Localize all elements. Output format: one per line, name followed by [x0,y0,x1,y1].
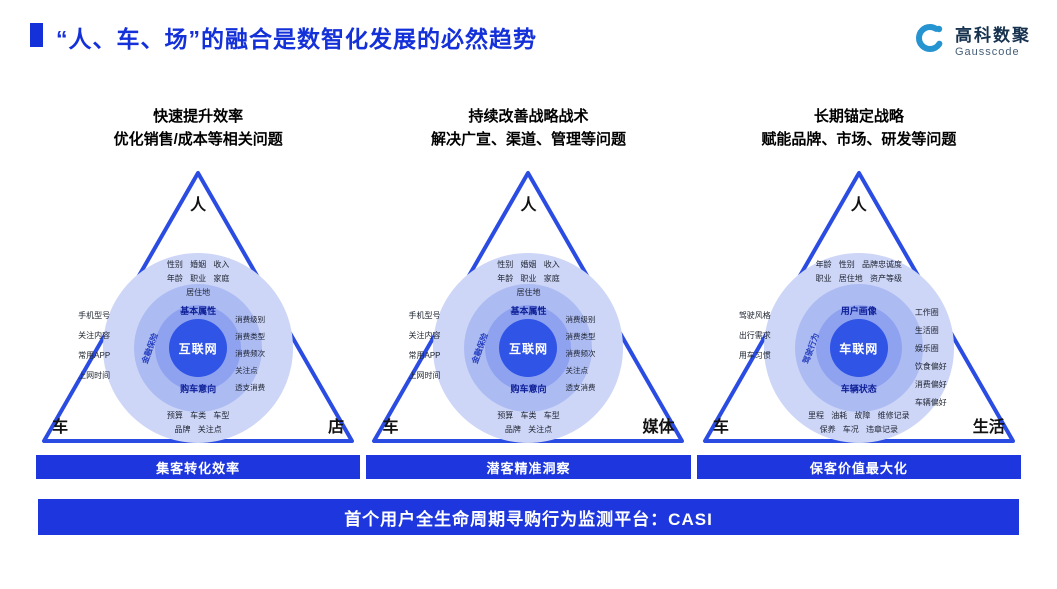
attribute-label: 常用APP [78,351,111,360]
outer-left-labels: 手机型号关注内容常用APP 上网时间 [408,310,440,381]
attribute-label: 手机型号 [408,311,441,320]
panel-heading: 快速提升效率 优化销售/成本等相关问题 [36,105,360,151]
attribute-label: 上网时间 [78,371,111,380]
panel-heading-line2: 解决广宣、渠道、管理等问题 [430,131,626,148]
attribute-label: 消费频次 [235,349,266,358]
center-circle: 互联网 [169,319,228,377]
attribute-label: 预算 车类 车型 [497,411,560,420]
ring-right-labels: 消费级别消费类型消费频次关注点透支消费 [235,314,265,393]
attribute-label: 年龄 性别 品牌忠诚度 [815,260,903,269]
attribute-label: 驾驶风格 [738,311,771,320]
ring-label-bottom: 购车意向 [180,384,217,394]
attribute-label: 饮食偏好 [914,362,947,371]
attribute-label: 居住地 [186,288,211,297]
attribute-label: 消费频次 [565,349,596,358]
platform-banner: 首个用户全生命周期寻购行为监测平台：CASI [38,499,1019,535]
attribute-label: 消费类型 [565,332,596,341]
triangle-diagram: 互联网 人 车 媒体 性别 婚姻 收入年龄 职业 家庭居住地 手机型号关注内容常… [368,167,688,447]
ring-label-bottom: 车辆状态 [840,384,877,394]
attribute-label: 性别 婚姻 收入 [166,260,230,269]
brand-name: 高科数聚 [955,26,1031,45]
attribute-label: 职业 居住地 资产等级 [815,274,903,283]
attribute-label: 常用APP [408,351,441,360]
attribute-label: 消费级别 [565,315,596,324]
attribute-label: 里程 油耗 故障 维修记录 [807,411,910,420]
corner-label-right: 生活 [972,419,1005,436]
attribute-label: 关注点 [235,366,258,375]
corner-label-right: 媒体 [642,419,675,436]
brand-subtitle: Gausscode [955,46,1020,58]
attribute-label: 关注内容 [78,331,111,340]
outer-right-labels: 工作圈生活圈娱乐圈饮食偏好消费偏好车辆偏好 [915,307,947,408]
outer-top-labels: 性别 婚姻 收入年龄 职业 家庭居住地 [167,259,229,298]
attribute-label: 品牌 关注点 [504,425,553,434]
corner-label-top: 人 [520,197,537,214]
attribute-label: 预算 车类 车型 [166,411,230,420]
attribute-label: 居住地 [516,288,541,297]
corner-label-top: 人 [190,197,207,214]
attribute-label: 手机型号 [78,311,111,320]
attribute-label: 用车习惯 [738,351,771,360]
attribute-label: 消费类型 [235,332,266,341]
center-circle: 车联网 [829,319,888,377]
panel-heading: 持续改善战略战术 解决广宣、渠道、管理等问题 [366,105,690,151]
attribute-label: 车辆偏好 [914,398,947,407]
panel-heading: 长期锚定战略 赋能品牌、市场、研发等问题 [697,105,1021,151]
ring-label-top: 基本属性 [180,306,217,316]
panel-heading-line1: 持续改善战略战术 [468,108,589,125]
corner-label-top: 人 [850,197,867,214]
panel-prospect-insight: 持续改善战略战术 解决广宣、渠道、管理等问题 互联网 人 车 媒体 性别 婚姻 … [366,105,691,479]
outer-top-labels: 性别 婚姻 收入年龄 职业 家庭居住地 [497,259,559,298]
attribute-label: 保养 车况 违章记录 [819,425,899,434]
ring-label-top: 用户画像 [840,306,877,316]
gausscode-logo-icon [913,20,947,59]
attribute-label: 生活圈 [914,326,939,335]
panel-result-bar: 潜客精准洞察 [366,455,691,479]
panel-acquisition-efficiency: 快速提升效率 优化销售/成本等相关问题 互联网 人 车 店 性别 婚姻 收入年龄… [36,105,361,479]
outer-bottom-labels: 预算 车类 车型品牌 关注点 [167,410,229,435]
panel-result-bar: 保客价值最大化 [696,455,1021,479]
triangle-diagram: 互联网 人 车 店 性别 婚姻 收入年龄 职业 家庭居住地 手机型号关注内容常用… [38,167,358,447]
panel-result-bar: 集客转化效率 [36,455,361,479]
outer-top-labels: 年龄 性别 品牌忠诚度职业 居住地 资产等级 [816,259,902,284]
attribute-label: 年龄 职业 家庭 [166,274,230,283]
ring-right-labels: 消费级别消费类型消费频次关注点透支消费 [565,314,595,393]
outer-left-labels: 手机型号关注内容常用APP 上网时间 [78,310,110,381]
attribute-label: 透支消费 [235,383,266,392]
panel-heading-line2: 赋能品牌、市场、研发等问题 [761,131,957,148]
panel-heading-line2: 优化销售/成本等相关问题 [113,131,283,148]
center-circle: 互联网 [499,319,558,377]
ring-label-top: 基本属性 [510,306,547,316]
corner-label-left: 车 [712,419,729,436]
attribute-label: 性别 婚姻 收入 [497,260,560,269]
panels-row: 快速提升效率 优化销售/成本等相关问题 互联网 人 车 店 性别 婚姻 收入年龄… [0,105,1057,479]
brand-logo: 高科数聚 Gausscode [913,20,1031,59]
outer-bottom-labels: 预算 车类 车型品牌 关注点 [497,410,559,435]
attribute-label: 娱乐圈 [914,344,939,353]
brand-logo-text: 高科数聚 Gausscode [955,21,1031,58]
attribute-label: 关注点 [565,366,588,375]
attribute-label: 年龄 职业 家庭 [497,274,560,283]
corner-label-left: 车 [52,419,69,436]
ring-label-bottom: 购车意向 [510,384,547,394]
attribute-label: 工作圈 [914,308,939,317]
outer-left-labels: 驾驶风格出行需求用车习惯 [739,310,771,361]
title-accent-bar [30,23,43,47]
attribute-label: 透支消费 [565,383,596,392]
attribute-label: 关注内容 [408,331,441,340]
triangle-diagram: 车联网 人 车 生活 年龄 性别 品牌忠诚度职业 居住地 资产等级 驾驶风格出行… [699,167,1019,447]
corner-label-left: 车 [382,419,399,436]
attribute-label: 消费偏好 [914,380,947,389]
panel-heading-line1: 快速提升效率 [153,108,244,125]
attribute-label: 出行需求 [738,331,771,340]
corner-label-right: 店 [328,419,345,436]
page-title: “人、车、场”的融合是数智化发展的必然趋势 [56,26,537,52]
attribute-label: 品牌 关注点 [174,425,222,434]
attribute-label: 消费级别 [235,315,266,324]
outer-bottom-labels: 里程 油耗 故障 维修记录保养 车况 违章记录 [808,410,910,435]
panel-retention-value: 长期锚定战略 赋能品牌、市场、研发等问题 车联网 人 车 生活 年龄 性别 品牌… [696,105,1021,479]
panel-heading-line1: 长期锚定战略 [813,108,904,125]
slide-header: “人、车、场”的融合是数智化发展的必然趋势 高科数聚 Gausscode [0,0,1057,59]
attribute-label: 上网时间 [408,371,441,380]
